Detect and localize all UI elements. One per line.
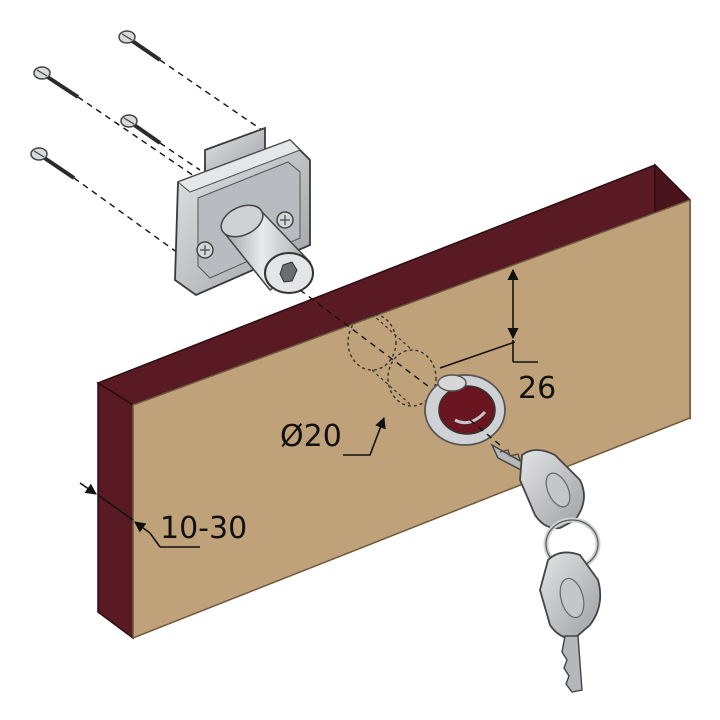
lock-axis-line xyxy=(299,289,441,396)
key-upper xyxy=(490,443,585,530)
screw-middle xyxy=(120,114,162,145)
thickness-dimension: 10-30 xyxy=(79,482,247,548)
depth-dimension: 26 xyxy=(439,268,556,406)
board-front-face xyxy=(132,198,691,640)
screw-guide-lines xyxy=(73,59,263,259)
board-side-edge xyxy=(97,381,134,640)
screws xyxy=(30,30,162,180)
diameter-dimension: Ø20 xyxy=(280,416,386,456)
keyway-icon xyxy=(279,261,298,283)
escutcheon-washer xyxy=(437,374,467,392)
wooden-board xyxy=(96,163,692,640)
key-lower xyxy=(539,551,602,693)
drill-hole-outline xyxy=(347,313,437,407)
keys xyxy=(469,419,602,693)
escutcheon-ring xyxy=(424,374,506,446)
screw-left-lower xyxy=(30,147,76,180)
depth-label: 26 xyxy=(518,371,556,406)
diameter-label: Ø20 xyxy=(280,419,342,454)
screw-left-upper xyxy=(33,66,80,99)
thickness-label: 10-30 xyxy=(160,511,247,546)
cabinet-lock-body xyxy=(174,126,314,297)
screw-top xyxy=(118,30,162,62)
